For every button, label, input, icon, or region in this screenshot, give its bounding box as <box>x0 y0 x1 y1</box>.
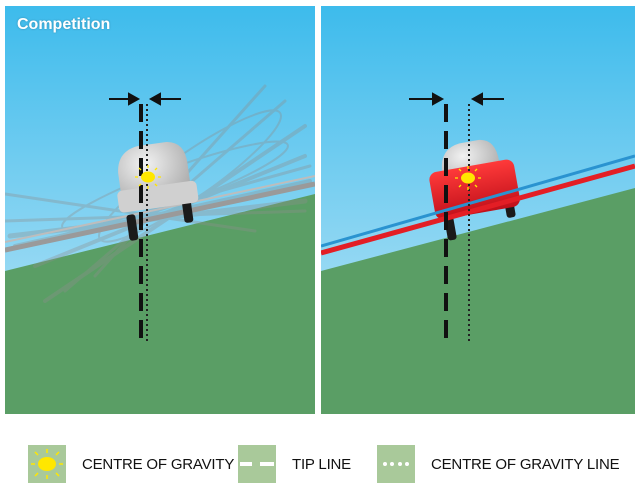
sun-icon <box>28 445 66 483</box>
vehicle-grey <box>117 141 199 241</box>
panel-competition: Competition <box>5 6 315 414</box>
scene-competition <box>5 6 315 414</box>
wheel-left <box>126 214 139 241</box>
dotted-line-icon <box>377 445 415 483</box>
gap-arrows <box>109 92 181 106</box>
scene-right <box>321 6 635 414</box>
axle-blue <box>321 154 635 248</box>
legend-item-centre-of-gravity-line: CENTRE OF GRAVITY LINE <box>377 444 620 484</box>
panel-label-competition: Competition <box>17 16 111 33</box>
legend-item-centre-of-gravity: CENTRE OF GRAVITY <box>28 444 234 484</box>
gap-arrows <box>409 92 504 106</box>
slope <box>5 194 315 414</box>
legend-label-centre-of-gravity: CENTRE OF GRAVITY <box>82 455 235 473</box>
axle-grey <box>5 175 315 253</box>
slope <box>321 188 635 414</box>
legend-label-tip-line: TIP LINE <box>292 455 351 473</box>
legend-item-tip-line: TIP LINE <box>238 444 351 484</box>
legend: CENTRE OF GRAVITY TIP LINE CENTRE OF GRA… <box>0 444 640 484</box>
panel-right <box>321 6 635 414</box>
legend-label-centre-of-gravity-line: CENTRE OF GRAVITY LINE <box>431 455 620 473</box>
dashed-line-icon <box>238 445 276 483</box>
centre-of-gravity-marker <box>455 166 481 190</box>
centre-of-gravity-marker <box>135 165 161 189</box>
axle-red <box>321 163 635 256</box>
